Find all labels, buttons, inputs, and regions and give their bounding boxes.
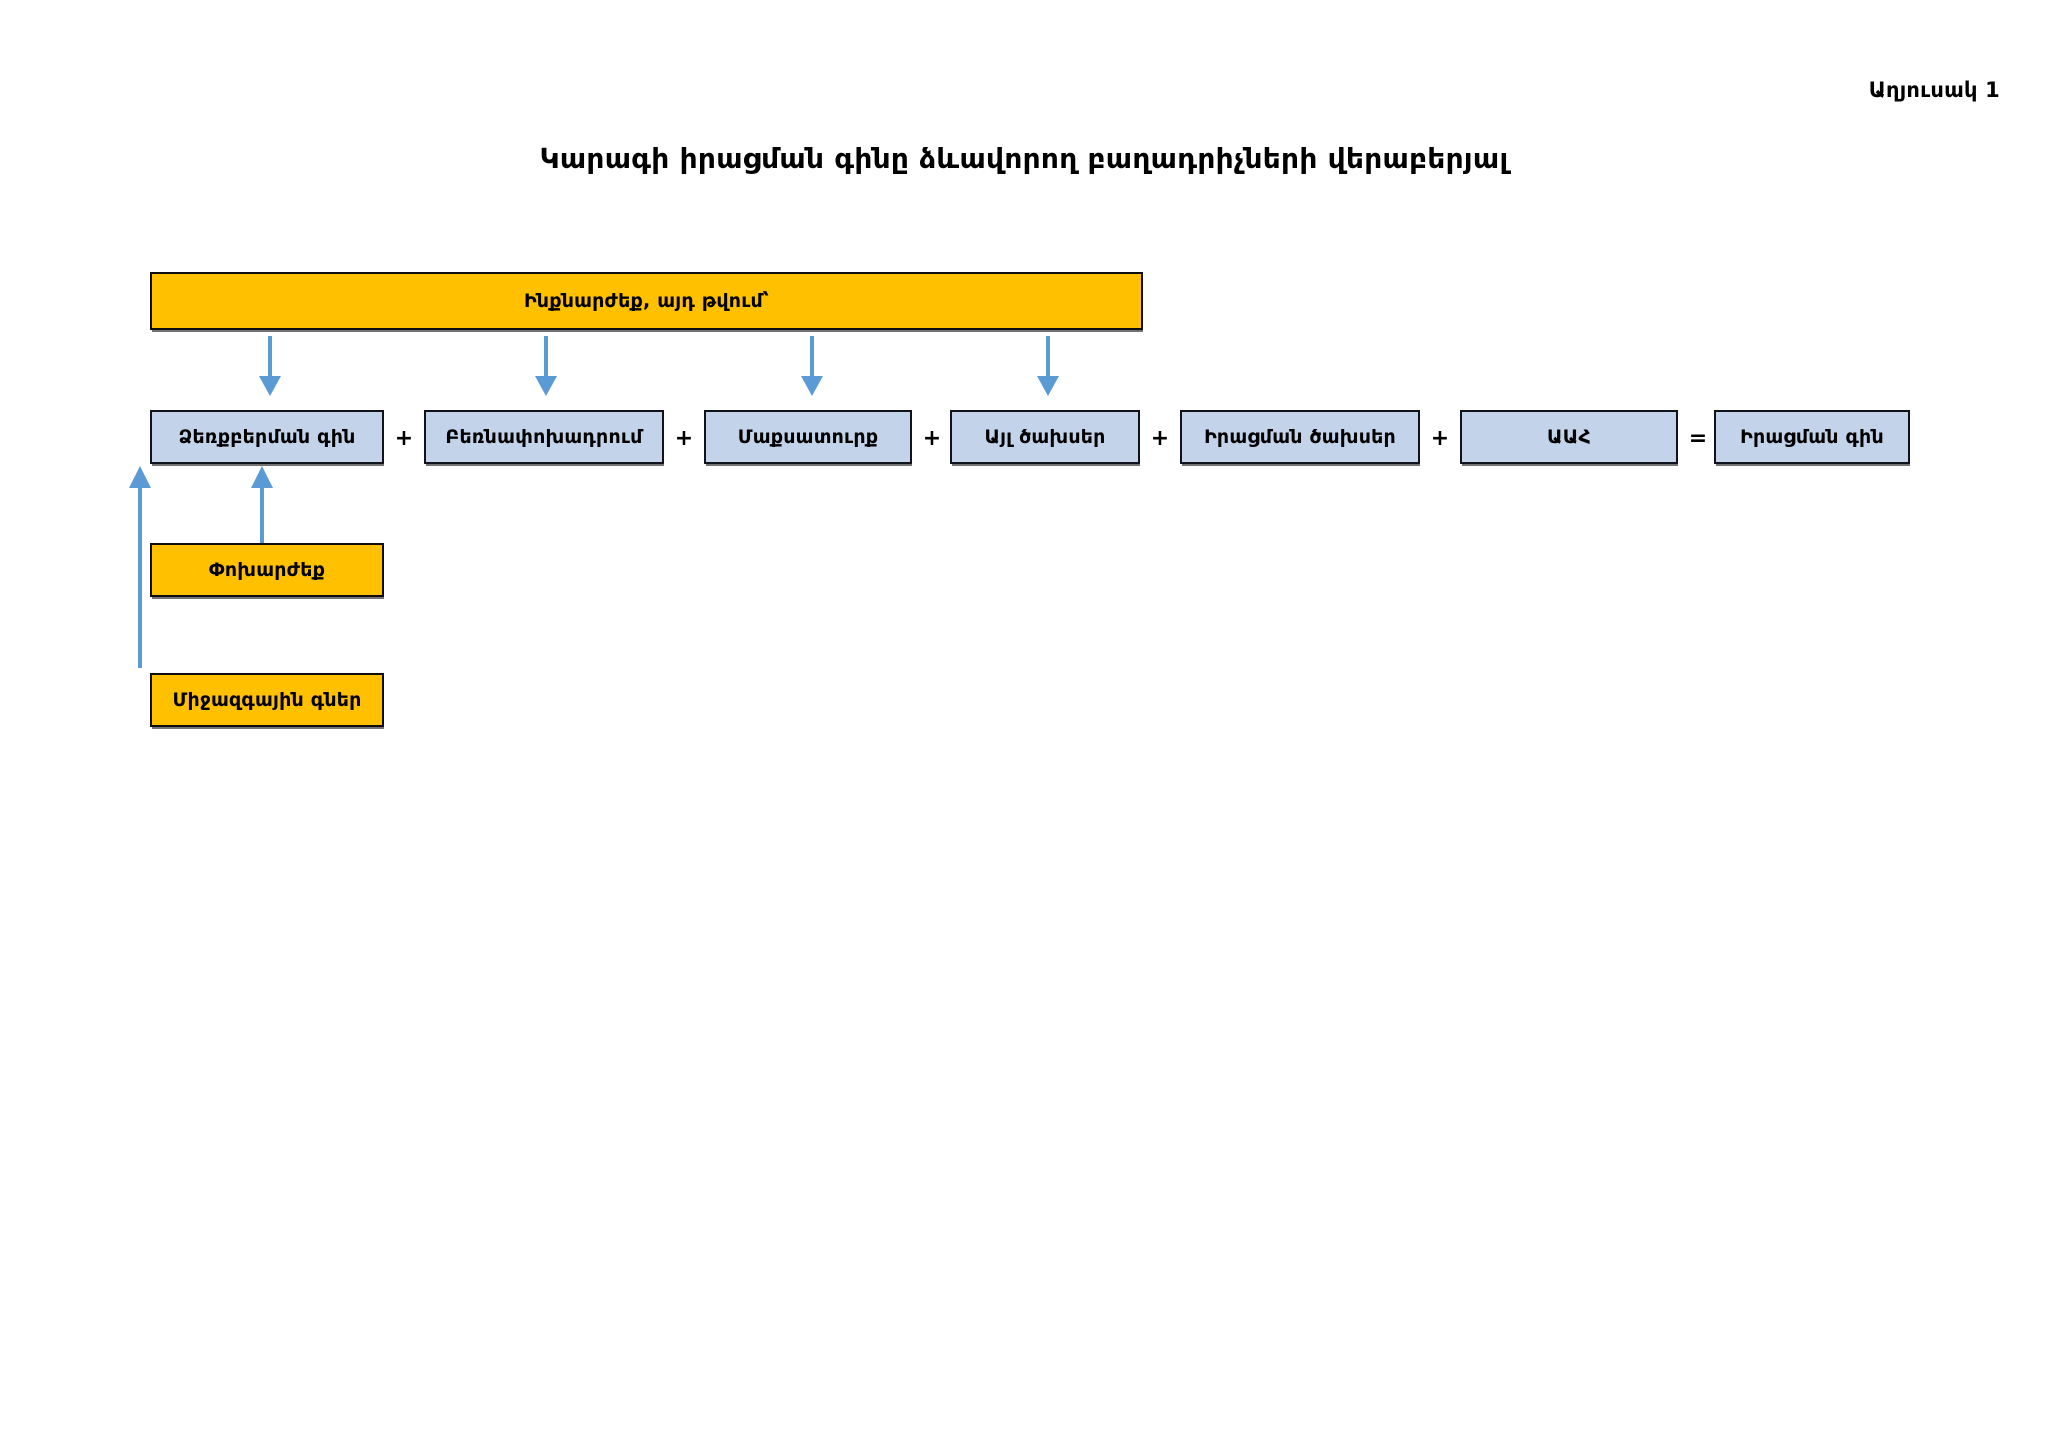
formula-box-label: Իրացման գին [1740, 425, 1884, 448]
arrow-up-from-exchange-rate [251, 466, 273, 544]
arrow-up-from-international-prices [129, 466, 151, 668]
formula-box-sales-costs: Իրացման ծախսեր [1180, 410, 1420, 466]
table-number-label: Աղյուսակ 1 [1868, 78, 2000, 102]
input-box-label: Միջազգային գներ [172, 688, 362, 711]
formula-box-label: Այլ ծախսեր [984, 425, 1106, 448]
operator-equals: = [1688, 425, 1708, 451]
formula-box-other-costs: Այլ ծախսեր [950, 410, 1140, 466]
formula-box-customs-duty: Մաքսատուրք [704, 410, 912, 466]
formula-box-freight: Բեռնափոխադրում [424, 410, 664, 466]
arrow-down-to-customs-duty [801, 336, 823, 396]
arrow-down-to-freight [535, 336, 557, 396]
formula-box-label: Իրացման ծախսեր [1204, 425, 1396, 448]
operator-plus-1: + [394, 425, 414, 451]
arrow-down-to-acquisition-price [259, 336, 281, 396]
input-box-international-prices: Միջազգային գներ [150, 673, 384, 729]
formula-box-sales-price: Իրացման գին [1714, 410, 1910, 466]
page-title: Կարագի իրացման գինը ձևավորող բաղադրիչներ… [539, 142, 1509, 175]
formula-box-acquisition-price: Ձեռքբերման գին [150, 410, 384, 466]
cost-header-label: Ինքնարժեք, այդ թվում՝ [523, 289, 770, 312]
operator-plus-4: + [1150, 425, 1170, 451]
operator-plus-5: + [1430, 425, 1450, 451]
arrow-down-to-other-costs [1037, 336, 1059, 396]
formula-box-label: Ձեռքբերման գին [178, 425, 356, 448]
operator-plus-2: + [674, 425, 694, 451]
input-box-label: Փոխարժեք [208, 558, 326, 581]
cost-header-box: Ինքնարժեք, այդ թվում՝ [150, 272, 1143, 332]
formula-box-label: ԱԱՀ [1547, 425, 1591, 448]
formula-box-label: Մաքսատուրք [737, 425, 879, 448]
input-box-exchange-rate: Փոխարժեք [150, 543, 384, 599]
formula-box-vat: ԱԱՀ [1460, 410, 1678, 466]
formula-box-label: Բեռնափոխադրում [445, 425, 643, 448]
operator-plus-3: + [922, 425, 942, 451]
